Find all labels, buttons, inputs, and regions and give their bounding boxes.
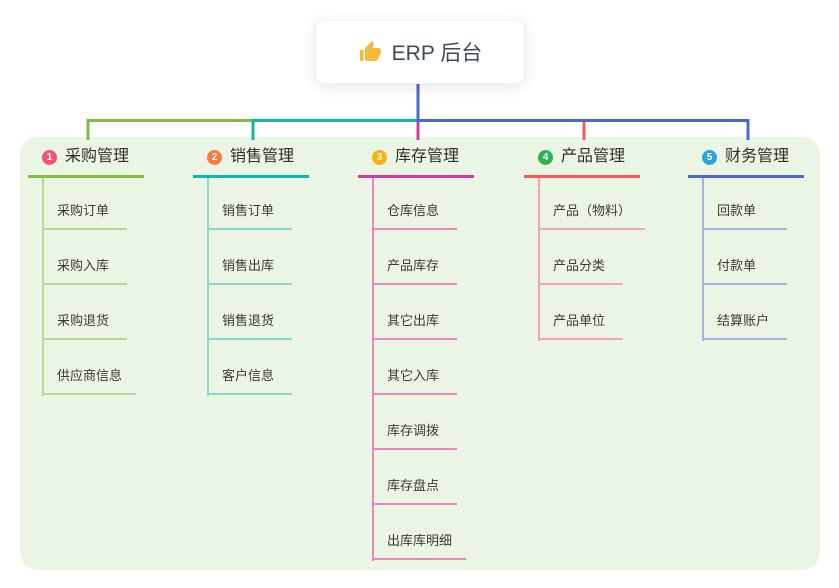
child-node[interactable]: 回款单 bbox=[702, 201, 787, 230]
child-node[interactable]: 产品（物料） bbox=[538, 201, 646, 230]
branch-header[interactable]: 3 库存管理 bbox=[358, 146, 474, 178]
branch-label: 产品管理 bbox=[561, 148, 626, 165]
child-node[interactable]: 仓库信息 bbox=[372, 201, 457, 230]
branch-3: 3 库存管理 仓库信息产品库存其它出库其它入库库存调拨库存盘点出库库明细 bbox=[358, 146, 523, 561]
child-node[interactable]: 其它出库 bbox=[372, 311, 457, 340]
branch-5: 5 财务管理 回款单付款单结算账户 bbox=[688, 146, 839, 341]
branch-header[interactable]: 4 产品管理 bbox=[524, 146, 640, 178]
child-node[interactable]: 采购订单 bbox=[42, 201, 127, 230]
child-node[interactable]: 结算账户 bbox=[702, 311, 787, 340]
branch-trunk-line bbox=[42, 178, 44, 396]
branch-trunk-line bbox=[372, 178, 374, 561]
thumbs-up-icon bbox=[358, 40, 382, 64]
root-title: ERP 后台 bbox=[391, 42, 483, 65]
branch-label: 财务管理 bbox=[725, 148, 790, 165]
branch-trunk-line bbox=[702, 178, 704, 341]
branch-1: 1 采购管理 采购订单采购入库采购退货供应商信息 bbox=[28, 146, 193, 396]
branch-number-badge: 3 bbox=[372, 149, 387, 165]
child-node[interactable]: 供应商信息 bbox=[42, 366, 137, 395]
child-node[interactable]: 库存调拨 bbox=[372, 421, 457, 450]
branch-2: 2 销售管理 销售订单销售出库销售退货客户信息 bbox=[193, 146, 358, 396]
child-node[interactable]: 产品分类 bbox=[538, 256, 623, 285]
branch-header[interactable]: 5 财务管理 bbox=[688, 146, 804, 178]
child-node[interactable]: 产品库存 bbox=[372, 256, 457, 285]
child-node[interactable]: 付款单 bbox=[702, 256, 787, 285]
branch-number-badge: 2 bbox=[207, 149, 222, 165]
branch-4: 4 产品管理 产品（物料） 产品分类产品单位 bbox=[524, 146, 689, 341]
branch-number-badge: 1 bbox=[42, 149, 57, 165]
branch-trunk-line bbox=[538, 178, 540, 341]
child-node[interactable]: 库存盘点 bbox=[372, 476, 457, 505]
branch-label: 销售管理 bbox=[230, 148, 295, 165]
branch-label: 库存管理 bbox=[395, 148, 460, 165]
branch-label: 采购管理 bbox=[65, 148, 130, 165]
child-node[interactable]: 出库库明细 bbox=[372, 531, 467, 560]
branch-number-badge: 5 bbox=[702, 149, 717, 165]
mindmap-panel bbox=[20, 137, 820, 570]
branch-number-badge: 4 bbox=[538, 149, 553, 165]
root-node-erp[interactable]: ERP 后台 bbox=[315, 20, 525, 84]
child-node[interactable]: 其它入库 bbox=[372, 366, 457, 395]
child-node[interactable]: 产品单位 bbox=[538, 311, 623, 340]
branch-header[interactable]: 1 采购管理 bbox=[28, 146, 144, 178]
child-node[interactable]: 采购退货 bbox=[42, 311, 127, 340]
child-node[interactable]: 销售出库 bbox=[207, 256, 292, 285]
branch-header[interactable]: 2 销售管理 bbox=[193, 146, 309, 178]
child-node[interactable]: 客户信息 bbox=[207, 366, 292, 395]
child-node[interactable]: 采购入库 bbox=[42, 256, 127, 285]
child-node[interactable]: 销售退货 bbox=[207, 311, 292, 340]
child-node[interactable]: 销售订单 bbox=[207, 201, 292, 230]
branch-trunk-line bbox=[207, 178, 209, 396]
